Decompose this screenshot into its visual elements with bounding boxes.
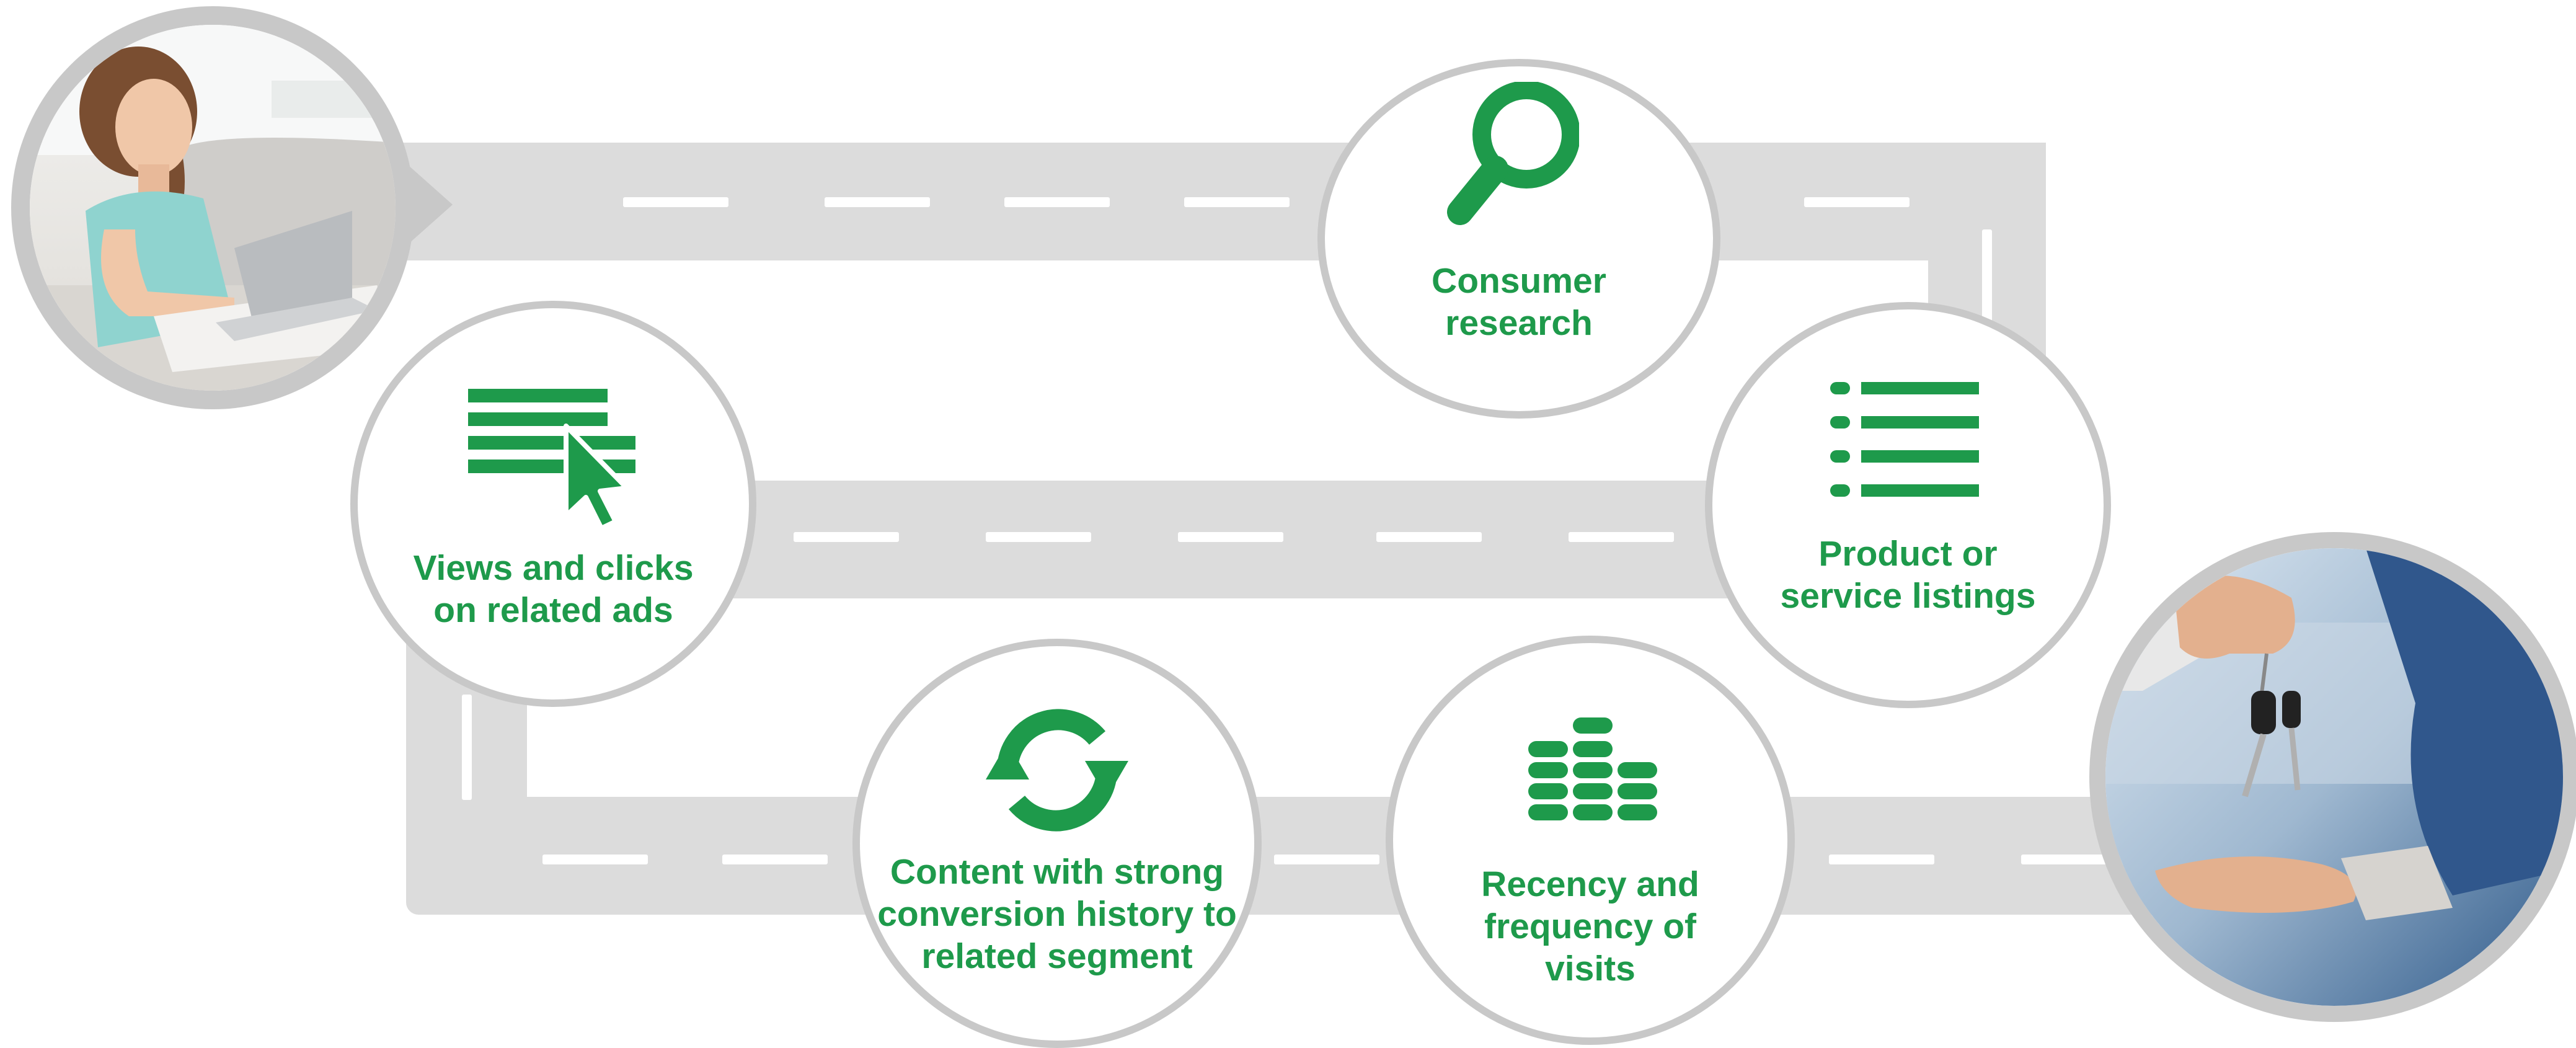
node-product-listings: Product or service listings — [1705, 302, 2111, 708]
node-views-clicks: Views and clicks on related ads — [350, 301, 756, 707]
car-keys-handover-photo — [2089, 532, 2576, 1022]
woman-on-laptop-photo — [11, 6, 414, 409]
stacked-bars-icon — [1528, 717, 1657, 820]
road-left-dashes — [462, 695, 472, 800]
ad-click-icon — [468, 389, 635, 531]
node-label: Content with strong conversion history t… — [877, 852, 1237, 976]
road-middle-dashes — [794, 532, 1674, 542]
list-icon — [1830, 382, 1979, 497]
road-top-dashes — [623, 197, 1910, 207]
node-label: Product or service listings — [1780, 534, 2036, 616]
node-consumer-research: Consumer research — [1317, 59, 1720, 419]
road-right-dashes — [1982, 229, 1992, 322]
node-label: Recency and frequency of visits — [1481, 864, 1699, 988]
node-content-conversion: Content with strong conversion history t… — [852, 639, 1262, 1048]
road-bottom-dashes — [542, 855, 2127, 864]
node-label: Views and clicks on related ads — [413, 548, 694, 630]
node-label: Consumer research — [1432, 261, 1606, 343]
refresh-arrows-icon — [986, 709, 1128, 832]
magnifier-icon — [1447, 82, 1579, 225]
node-recency-frequency: Recency and frequency of visits — [1386, 636, 1795, 1045]
